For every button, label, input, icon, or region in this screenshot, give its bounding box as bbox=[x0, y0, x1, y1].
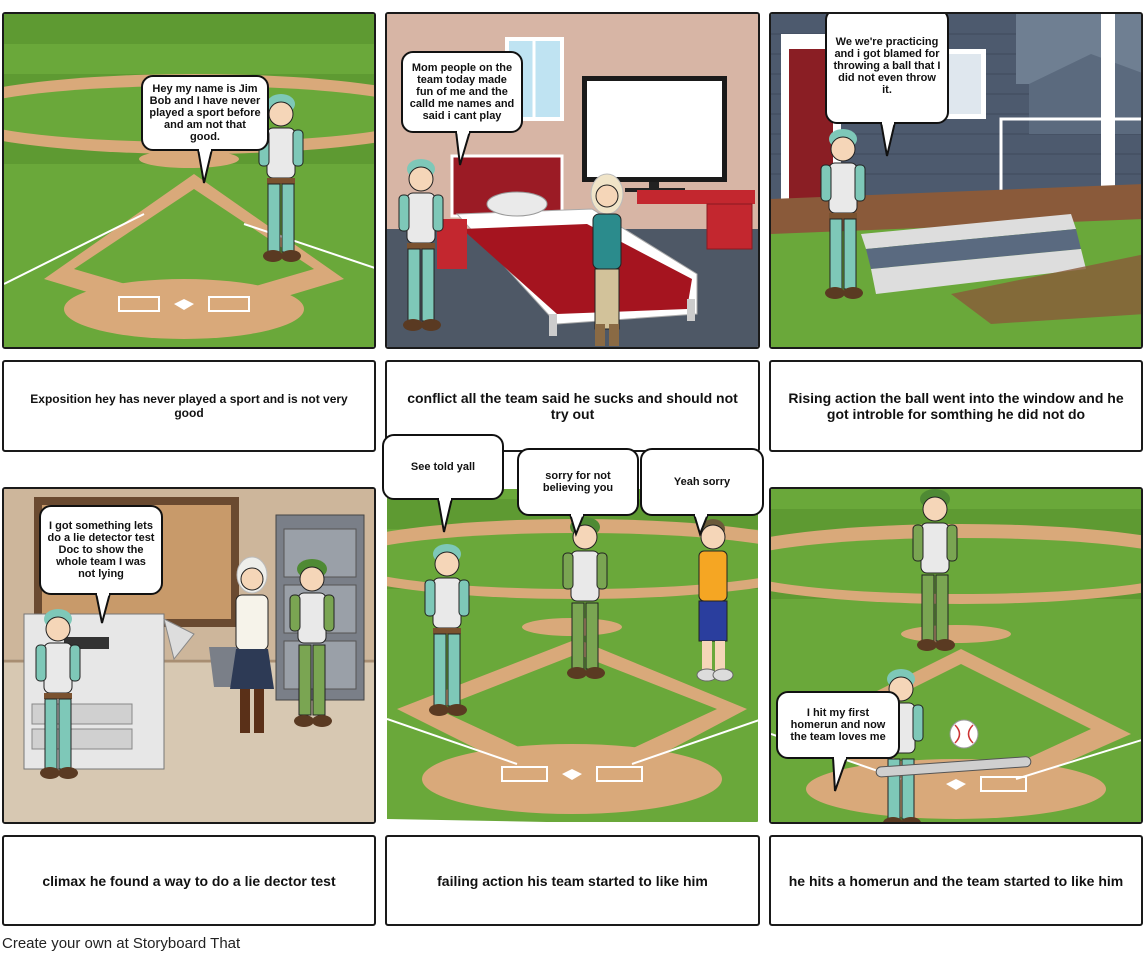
panel-4-scene: I got something lets do a lie detector t… bbox=[2, 487, 376, 824]
speech-bubble-jim-bob: Hey my name is Jim Bob and I have never … bbox=[141, 75, 269, 151]
speech-bubble-tail bbox=[692, 514, 710, 538]
panel-4-caption: climax he found a way to do a lie dector… bbox=[2, 835, 376, 926]
baseball-field-illustration bbox=[4, 14, 374, 347]
speech-bubble-tail bbox=[831, 757, 849, 792]
speech-bubble-tail bbox=[94, 593, 112, 624]
speech-bubble-tail bbox=[454, 131, 472, 166]
speech-bubble-tail bbox=[436, 498, 454, 533]
baseball-field-illustration bbox=[387, 489, 758, 822]
speech-bubble-teammate-green: sorry for not believing you bbox=[517, 448, 639, 516]
panel-1-scene: Hey my name is Jim Bob and I have never … bbox=[2, 12, 376, 349]
player-jim-bob bbox=[398, 159, 444, 331]
player-jim-bob bbox=[424, 544, 470, 716]
panel-3-scene: We we're practicing and i got blamed for… bbox=[769, 12, 1143, 349]
panel-3-caption: Rising action the ball went into the win… bbox=[769, 360, 1143, 452]
bedroom-illustration bbox=[387, 14, 758, 347]
speech-bubble-jim-bob: Mom people on the team today made fun of… bbox=[401, 51, 523, 133]
teammate-green bbox=[289, 559, 335, 727]
speech-bubble-jim-bob: We we're practicing and i got blamed for… bbox=[825, 14, 949, 124]
speech-bubble-tail bbox=[879, 122, 897, 157]
doc-character bbox=[230, 556, 274, 733]
baseball bbox=[949, 719, 979, 749]
baseball-field-illustration bbox=[771, 489, 1141, 822]
panel-6-caption: he hits a homerun and the team started t… bbox=[769, 835, 1143, 926]
speech-bubble-tail bbox=[196, 149, 214, 184]
panel-5-scene bbox=[385, 487, 760, 824]
panel-2-scene: Mom people on the team today made fun of… bbox=[385, 12, 760, 349]
speech-bubble-teammate-yellow: Yeah sorry bbox=[640, 448, 764, 516]
teammate-green bbox=[912, 489, 958, 651]
speech-bubble-jim-bob: See told yall bbox=[382, 434, 504, 500]
office-illustration bbox=[4, 489, 374, 822]
speech-bubble-tail bbox=[568, 514, 586, 538]
teammate-green bbox=[562, 517, 608, 679]
teammate-yellow bbox=[696, 519, 734, 682]
mom-character bbox=[590, 173, 624, 346]
footer-credit[interactable]: Create your own at Storyboard That bbox=[2, 935, 241, 952]
player-jim-bob bbox=[35, 609, 81, 779]
baseball-bat bbox=[875, 756, 1032, 778]
panel-5-caption: failing action his team started to like … bbox=[385, 835, 760, 926]
panel-1-caption: Exposition hey has never played a sport … bbox=[2, 360, 376, 452]
speech-bubble-jim-bob: I got something lets do a lie detector t… bbox=[39, 505, 163, 595]
speech-bubble-jim-bob: I hit my first homerun and now the team … bbox=[776, 691, 900, 759]
player-jim-bob bbox=[820, 129, 866, 299]
panel-6-scene: I hit my first homerun and now the team … bbox=[769, 487, 1143, 824]
